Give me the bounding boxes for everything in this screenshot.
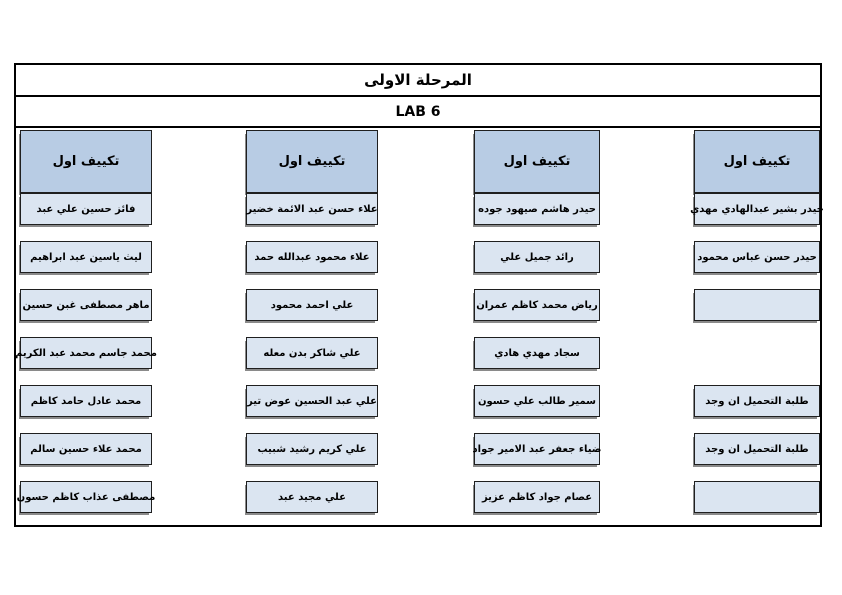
student-name-cell: ضياء جعفر عبد الامير جواد [473, 433, 601, 465]
student-name-cell: حيدر حسن عباس محمود [694, 241, 820, 273]
student-name-cell: علي كريم رشيد شبيب [246, 433, 378, 465]
student-name-cell: علي عبد الحسين عوض تير [246, 385, 378, 417]
roster-column: تكييف اول حيدر بشير عبدالهادي مهدي حيدر ح… [690, 130, 824, 520]
column-header: تكييف اول [20, 130, 152, 193]
student-name-cell: رياض محمد كاظم عمران [474, 289, 600, 321]
empty-cell [694, 289, 820, 321]
student-name-cell: علي احمد محمود [246, 289, 378, 321]
student-name-cell: محمد جاسم محمد عبد الكريم [15, 337, 157, 369]
student-name-cell: مصطفى عذاب كاظم حسون [17, 481, 155, 513]
lab-label: LAB 6 [16, 97, 820, 128]
student-name-cell: علي مجيد عبد [246, 481, 378, 513]
column-header: تكييف اول [246, 130, 378, 193]
student-name-cell: علاء محمود عبدالله حمد [246, 241, 378, 273]
student-name-cell: محمد علاء حسين سالم [20, 433, 152, 465]
student-name-cell: طلبة التحميل ان وجد [694, 385, 820, 417]
student-name-cell: حيدر بشير عبدالهادي مهدي [690, 193, 824, 225]
roster-column: تكييف اول فائز حسين علي عبد ليث ياسين عبد… [15, 130, 157, 520]
student-name-cell: سمير طالب علي حسون [474, 385, 600, 417]
column-header: تكييف اول [474, 130, 600, 193]
page-title: المرحلة الاولى [16, 65, 820, 97]
student-name-cell: حيدر هاشم صيهود جوده [474, 193, 600, 225]
empty-cell [694, 481, 820, 513]
student-name-cell: فائز حسين علي عبد [20, 193, 152, 225]
student-name-cell: عصام جواد كاظم عزيز [474, 481, 600, 513]
student-name-cell: رائد جميل علي [474, 241, 600, 273]
student-name-cell: علاء حسن عبد الائمة خضير [246, 193, 378, 225]
student-name-cell: ليث ياسين عبد ابراهيم [20, 241, 152, 273]
student-name-cell: علي شاكر بدن معله [246, 337, 378, 369]
student-name-cell: طلبة التحميل ان وجد [694, 433, 820, 465]
roster-table: المرحلة الاولى LAB 6 تكييف اول حيدر بشير… [14, 63, 824, 527]
student-name-cell: محمد عادل حامد كاظم [20, 385, 152, 417]
student-name-cell: سجاد مهدي هادي [474, 337, 600, 369]
student-name-cell: ماهر مصطفى غبن حسين [20, 289, 152, 321]
roster-column: تكييف اول علاء حسن عبد الائمة خضير علاء م… [246, 130, 378, 520]
roster-column: تكييف اول حيدر هاشم صيهود جوده رائد جميل … [473, 130, 601, 520]
column-header: تكييف اول [694, 130, 820, 193]
